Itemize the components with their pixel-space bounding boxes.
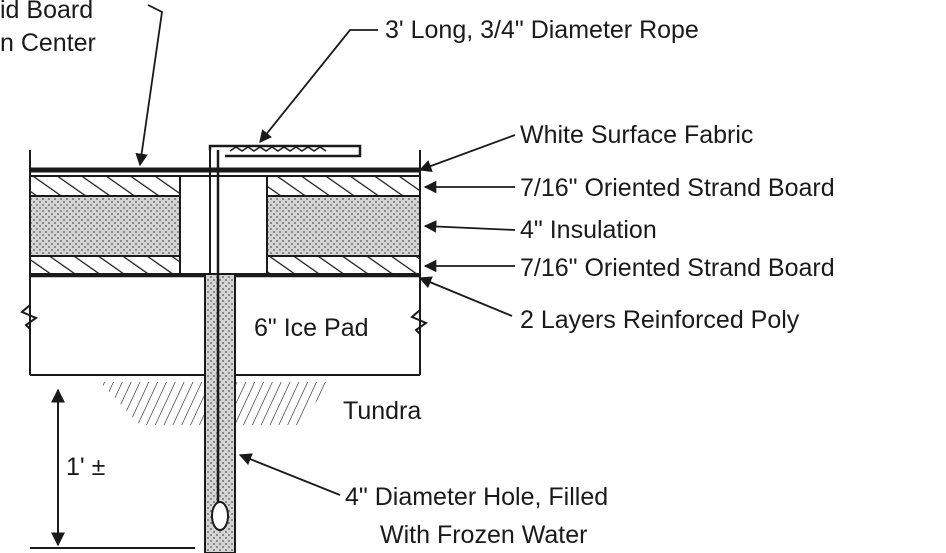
break-symbol-left <box>20 304 39 330</box>
label-white-fabric: White Surface Fabric <box>520 121 753 149</box>
leader-hole <box>238 453 341 496</box>
leader-fabric <box>418 134 516 172</box>
label-top-left-line1: id Board <box>0 0 93 24</box>
center-opening <box>179 175 268 275</box>
label-osb-top: 7/16" Oriented Strand Board <box>520 174 835 202</box>
rope-knot <box>211 501 229 531</box>
leader-insulation <box>423 220 516 233</box>
label-poly: 2 Layers Reinforced Poly <box>520 306 800 334</box>
leader-rope <box>259 29 378 143</box>
rope-top-zigzag <box>229 146 327 152</box>
label-osb-bottom: 7/16" Oriented Strand Board <box>520 254 835 282</box>
label-ice-pad: 6" Ice Pad <box>254 314 369 342</box>
leader-top-left <box>135 4 163 167</box>
osb-top-left <box>29 175 181 197</box>
break-symbol-right <box>410 309 429 335</box>
insulation-right <box>266 195 421 257</box>
osb-top-right <box>266 175 421 197</box>
insulation-left <box>29 195 181 257</box>
osb-bottom-left <box>29 255 181 275</box>
label-hole-line2: With Frozen Water <box>380 521 587 549</box>
frozen-water-hole <box>204 273 236 553</box>
label-insulation: 4" Insulation <box>520 216 657 244</box>
label-depth: 1' ± <box>66 453 105 481</box>
leader-poly <box>418 276 513 317</box>
label-hole-line1: 4" Diameter Hole, Filled <box>345 483 608 511</box>
label-rope: 3' Long, 3/4" Diameter Rope <box>385 16 699 44</box>
label-tundra: Tundra <box>343 397 421 425</box>
osb-bottom-right <box>266 255 421 275</box>
label-top-left-line2: n Center <box>0 29 96 57</box>
